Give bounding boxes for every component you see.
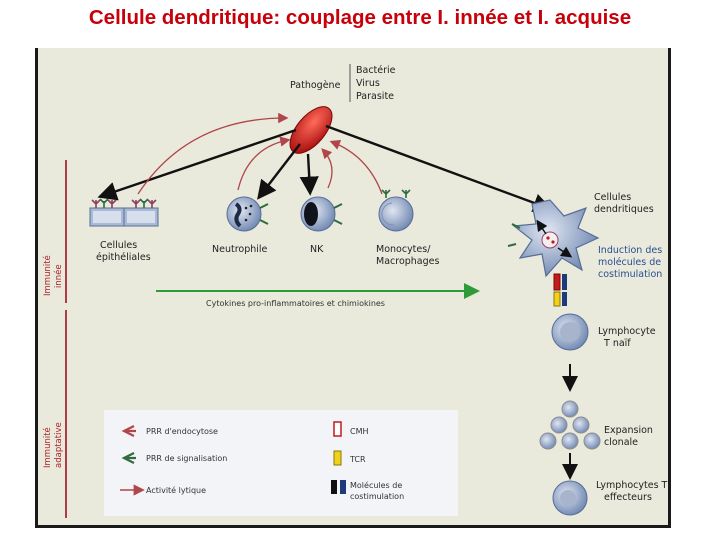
innate-label-1: Immunité [42,255,53,296]
legend-prr-endocytosis-icon [121,425,136,437]
monocyte-cell [378,189,414,232]
effector-t-cell [552,480,588,516]
legend-costim-icon [331,480,346,494]
arrow-to-neutrophil [257,143,301,200]
diagram-canvas: Immunité innée Immunité adaptative Patho… [42,64,668,518]
arrow-to-nk [299,153,319,196]
epithelial-cells [89,198,159,227]
expansion-label-2: clonale [604,437,638,448]
t-effector-label-1: Lymphocytes T [596,480,668,491]
legend-tcr-icon [333,450,342,466]
nk-cell [300,196,343,232]
adaptive-label-1: Immunité [42,427,53,468]
monocyte-label-2: Macrophages [376,256,439,267]
neutrophil-label: Neutrophile [212,244,268,255]
naive-t-cell [551,313,589,351]
arrow-to-dendritic [325,124,553,213]
legend-prr-signaling-icon [121,452,136,464]
epithelial-label-1: Cellules [100,240,137,251]
nk-label: NK [310,244,324,255]
legend-cmh: CMH [350,427,369,436]
pathogen-shape [289,106,333,154]
monocyte-label-1: Monocytes/ [376,244,431,255]
epithelial-label-2: épithéliales [96,252,151,263]
costim-label-2: molécules de [598,257,661,268]
dendritic-cell [507,199,600,278]
legend-prr-signaling: PRR de signalisation [146,454,227,463]
pathogen-type-parasite: Parasite [356,91,394,102]
lytic-arrow-epithelial [137,112,289,195]
costim-label-3: costimulation [598,269,662,280]
dendritic-label-2: dendritiques [594,204,654,215]
adaptive-label-2: adaptative [54,422,64,468]
lytic-arrow-neutrophil [237,136,291,191]
lytic-arrow-nk [321,148,333,189]
t-effector-label-2: effecteurs [604,492,652,503]
arrow-to-epithelial [97,128,297,201]
pathogen-type-virus: Virus [356,78,380,89]
pathogen-label: Pathogène [290,80,341,91]
legend-costim-1: Molécules de [350,480,402,490]
innate-label-2: innée [53,264,64,288]
page-title: Cellule dendritique: couplage entre I. i… [88,6,632,29]
diagram-panel: Immunité innée Immunité adaptative Patho… [35,48,671,528]
legend-tcr: TCR [349,455,366,464]
cytokine-label: Cytokines pro-inflammatoires et chimioki… [206,299,385,308]
t-naive-label-2: T naïf [603,338,631,349]
legend-box [104,410,458,516]
costim-label-1: Induction des [598,245,662,256]
immune-synapse [553,273,567,307]
clonal-expansion-cluster [539,400,601,450]
expansion-label-1: Expansion [604,425,653,436]
t-naive-label-1: Lymphocyte [598,326,656,337]
legend-prr-endocytosis: PRR d'endocytose [146,427,218,436]
lytic-arrow-monocyte [329,139,383,195]
dendritic-label-1: Cellules [594,192,631,203]
legend-lytic: Activité lytique [146,485,206,495]
legend-costim-2: costimulation [350,492,404,501]
legend-cmh-icon [333,421,342,437]
neutrophil-cell [226,196,269,232]
pathogen-type-bacteria: Bactérie [356,65,396,76]
